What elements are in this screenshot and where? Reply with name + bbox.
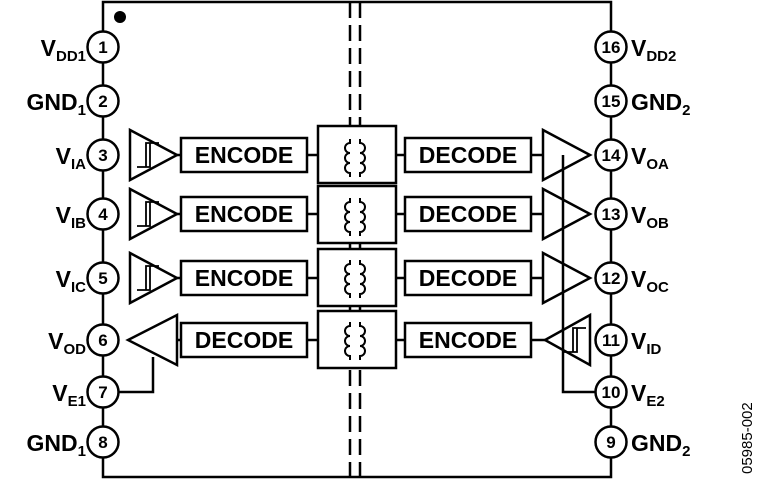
pin-number: 7 bbox=[98, 383, 107, 402]
transformer-icon bbox=[344, 260, 366, 298]
pin1-indicator-dot bbox=[114, 11, 126, 23]
pin-label-voa: VOA bbox=[631, 143, 669, 173]
pin-label-vic: VIC bbox=[56, 266, 87, 296]
pin-label-ve2: VE2 bbox=[631, 380, 665, 410]
pin-4: 4 bbox=[86, 197, 120, 231]
pin-number: 12 bbox=[602, 269, 621, 288]
pin-number: 11 bbox=[602, 331, 620, 350]
pin-15: 15 bbox=[594, 84, 628, 118]
decode-label: DECODE bbox=[195, 327, 293, 353]
decode-label: DECODE bbox=[419, 201, 517, 227]
pin-label-ve1: VE1 bbox=[52, 380, 86, 410]
decode-label: DECODE bbox=[419, 265, 517, 291]
pin-13: 13 bbox=[594, 197, 628, 231]
pin-number: 2 bbox=[98, 92, 107, 111]
pin-label-vod: VOD bbox=[48, 328, 86, 358]
pin-number: 15 bbox=[602, 92, 621, 111]
pin-number: 16 bbox=[602, 38, 621, 57]
pin-9: 9 bbox=[594, 425, 628, 459]
transformer-icon bbox=[344, 139, 366, 177]
channel-a bbox=[128, 124, 593, 185]
pin-label-gnd2-top: GND2 bbox=[631, 89, 690, 119]
pin-2: 2 bbox=[86, 84, 120, 118]
channel-b bbox=[128, 184, 593, 245]
pin-7: 7 bbox=[86, 375, 120, 409]
figure-id: 05985-002 bbox=[739, 402, 756, 474]
pin-11: 11 bbox=[594, 323, 628, 357]
encode-label: ENCODE bbox=[419, 327, 517, 353]
encode-label: ENCODE bbox=[195, 142, 293, 168]
pin-10: 10 bbox=[594, 375, 628, 409]
transformer-icon bbox=[344, 322, 366, 360]
schmitt-trigger-icon bbox=[137, 265, 159, 291]
pin-label-vdd2: VDD2 bbox=[631, 35, 676, 65]
pin-number: 3 bbox=[98, 146, 107, 165]
channel-c bbox=[128, 247, 593, 308]
pin-number: 9 bbox=[606, 433, 615, 452]
pin-6: 6 bbox=[86, 323, 120, 357]
pin-label-vdd1: VDD1 bbox=[41, 35, 86, 65]
pin-14: 14 bbox=[594, 138, 628, 172]
pin-number: 1 bbox=[98, 38, 107, 57]
pin-label-vob: VOB bbox=[631, 202, 669, 232]
pin-label-vib: VIB bbox=[56, 202, 87, 232]
schmitt-trigger-icon bbox=[137, 201, 159, 227]
pin-label-gnd1-top: GND1 bbox=[27, 89, 86, 119]
pin-5: 5 bbox=[86, 261, 120, 295]
pin-label-vid: VID bbox=[631, 328, 662, 358]
pin-12: 12 bbox=[594, 261, 628, 295]
encode-label: ENCODE bbox=[195, 201, 293, 227]
pin-number: 4 bbox=[98, 205, 108, 224]
pin-label-voc: VOC bbox=[631, 266, 669, 296]
pin-label-gnd2-bottom: GND2 bbox=[631, 430, 690, 460]
schmitt-trigger-icon bbox=[137, 142, 159, 168]
pin-number: 14 bbox=[602, 146, 621, 165]
pin-label-gnd1-bottom: GND1 bbox=[27, 430, 86, 460]
pin-1: 1 bbox=[86, 30, 120, 64]
pin-number: 13 bbox=[602, 205, 621, 224]
enable-line-e1 bbox=[118, 357, 155, 394]
enable-line-e2 bbox=[561, 155, 596, 394]
pin-label-via: VIA bbox=[56, 143, 87, 173]
pin-number: 8 bbox=[98, 433, 107, 452]
pin-number: 5 bbox=[98, 269, 107, 288]
pin-8: 8 bbox=[86, 425, 120, 459]
chip-body bbox=[101, 0, 613, 479]
pin-number: 10 bbox=[602, 383, 621, 402]
encode-label: ENCODE bbox=[195, 265, 293, 291]
transformer-icon bbox=[344, 198, 366, 236]
decode-label: DECODE bbox=[419, 142, 517, 168]
pin-16: 16 bbox=[594, 30, 628, 64]
schmitt-trigger-icon bbox=[564, 327, 586, 353]
pin-3: 3 bbox=[86, 138, 120, 172]
pin-number: 6 bbox=[98, 331, 107, 350]
